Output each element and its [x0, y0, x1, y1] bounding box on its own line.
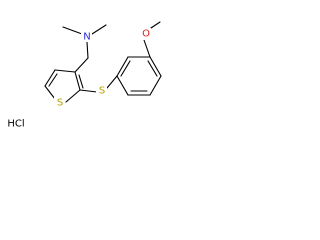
salt-label: HCl	[7, 119, 24, 130]
bond-c4-c3	[54, 69, 76, 73]
bond-c2-s1	[65, 89, 81, 103]
bond-ar-c6-c1	[116, 75, 129, 96]
bond-ar-c3-o	[143, 39, 151, 58]
chemical-structure: N S S O HCl	[7, 21, 162, 130]
atom-sulfur-thioether: S	[99, 86, 105, 97]
bond-ar-c3-c4-double	[147, 60, 158, 77]
bond-c5-c4-double	[48, 73, 58, 87]
bonds	[44, 21, 162, 103]
atom-oxygen: O	[142, 29, 150, 40]
bond-ar-c3-c4	[149, 56, 162, 77]
bond-c2-s-thioether	[79, 89, 98, 93]
bond-c3-c2	[74, 71, 81, 91]
bond-c3-c2-double	[78, 74, 84, 89]
atom-labels: N S S O	[54, 28, 151, 109]
bond-c5-c4	[44, 69, 56, 87]
bond-n-methyl2	[91, 24, 107, 35]
bond-s1-c5	[44, 85, 56, 100]
bond-ch2-c3	[74, 57, 89, 73]
bond-s-thioether-c1	[106, 75, 118, 89]
atom-sulfur-ring: S	[57, 98, 63, 109]
bond-ar-c1-c2-double	[120, 60, 131, 77]
bond-methyl1-n	[62, 26, 83, 35]
bond-ar-c4-c5	[149, 75, 162, 96]
bond-n-ch2	[86, 41, 89, 59]
atom-nitrogen: N	[83, 32, 90, 43]
bond-ar-c1-c2	[116, 56, 129, 77]
